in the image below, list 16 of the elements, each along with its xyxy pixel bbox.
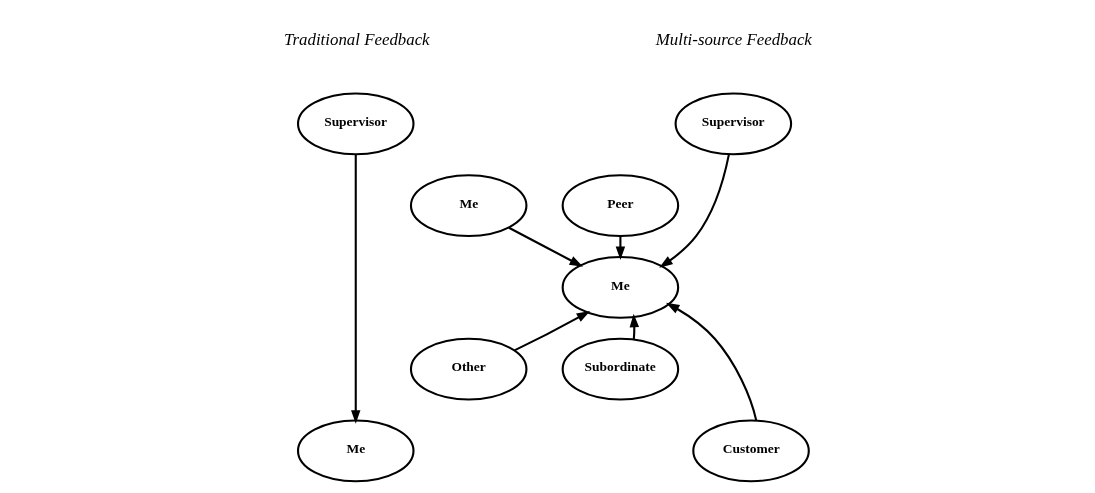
- node-ellipse: Supervisor: [674, 92, 793, 156]
- arrow: [629, 313, 640, 340]
- arrow: [508, 226, 584, 267]
- arrow: [665, 302, 758, 421]
- label: Traditional Feedback: [284, 30, 430, 50]
- node-ellipse: Me: [409, 174, 528, 237]
- node-ellipse: Me: [296, 419, 415, 483]
- node-ellipse: Peer: [561, 174, 680, 237]
- label: Multi-source Feedback: [655, 30, 812, 50]
- node-ellipse: Subordinate: [561, 337, 680, 401]
- node-ellipse: Customer: [692, 419, 810, 483]
- node-ellipse: Supervisor: [296, 92, 415, 156]
- node-ellipse: Other: [409, 337, 528, 401]
- arrow: [659, 153, 730, 268]
- arrow: [351, 154, 361, 424]
- arrow: [514, 310, 591, 352]
